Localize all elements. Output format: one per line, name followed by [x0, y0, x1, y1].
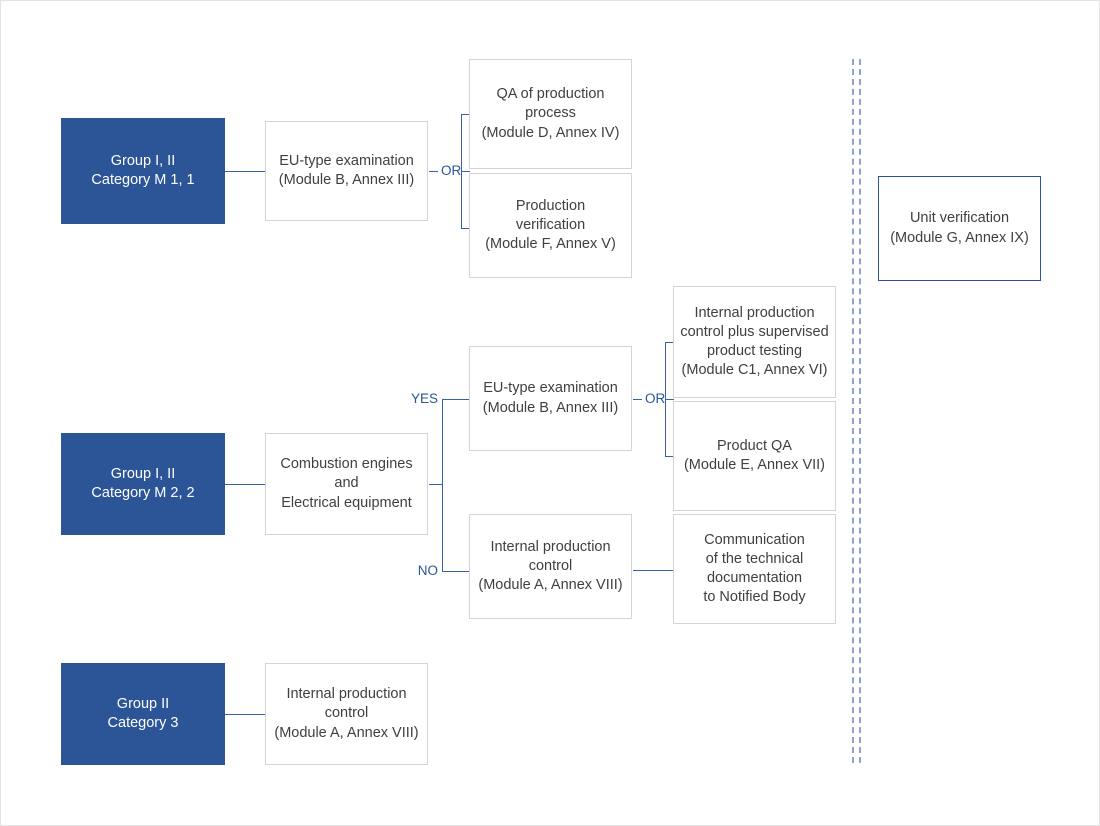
node-label: Communication of the technical documenta…: [703, 531, 806, 606]
connector-or-top-stub: [461, 171, 470, 172]
connector-or-mid-stub: [665, 399, 674, 400]
connector-or-top-branch-b: [461, 228, 470, 229]
node-combustion-engines-electrical: Combustion engines and Electrical equipm…: [265, 433, 428, 535]
node-internal-production-control-mid: Internal production control (Module A, A…: [469, 514, 632, 619]
connector-label-no: NO: [417, 563, 438, 578]
connector-or-mid-branch-b: [665, 456, 674, 457]
node-label: Internal production control (Module A, A…: [274, 686, 419, 741]
connector-label-or-top: OR: [441, 163, 462, 178]
node-eu-type-examination-mid: EU-type examination (Module B, Annex III…: [469, 346, 632, 451]
connector-eu-type-mid-stub: [633, 399, 642, 400]
section-divider-left: [852, 59, 854, 763]
node-label: Product QA (Module E, Annex VII): [683, 437, 826, 473]
node-production-verification: Production verification (Module F, Annex…: [469, 173, 632, 278]
node-label: QA of production process (Module D, Anne…: [481, 86, 620, 141]
node-internal-production-control-c1: Internal production control plus supervi…: [673, 286, 836, 398]
node-label: Unit verification (Module G, Annex IX): [890, 210, 1029, 246]
node-label: Group I, II Category M 1, 1: [91, 152, 195, 188]
connector-label-yes: YES: [410, 391, 438, 406]
node-eu-type-examination-top: EU-type examination (Module B, Annex III…: [265, 121, 428, 221]
connector-ipc-to-communication: [633, 570, 674, 571]
node-category-m1: Group I, II Category M 1, 1: [61, 118, 225, 224]
node-internal-production-control-bottom: Internal production control (Module A, A…: [265, 663, 428, 765]
connector-or-mid-spine: [665, 342, 666, 456]
node-label: Group I, II Category M 2, 2: [91, 465, 195, 501]
node-unit-verification: Unit verification (Module G, Annex IX): [878, 176, 1041, 281]
connector-eu-type-top-stub: [429, 171, 438, 172]
connector-cat-m2-to-combustion: [223, 484, 266, 485]
section-divider-right: [859, 59, 861, 763]
node-label: Production verification (Module F, Annex…: [485, 197, 616, 253]
node-product-qa: Product QA (Module E, Annex VII): [673, 401, 836, 511]
node-qa-of-production-process: QA of production process (Module D, Anne…: [469, 59, 632, 169]
node-label: EU-type examination (Module B, Annex III…: [278, 152, 415, 188]
node-label: Combustion engines and Electrical equipm…: [280, 456, 413, 511]
node-label: Group II Category 3: [107, 695, 179, 731]
node-category-3: Group II Category 3: [61, 663, 225, 765]
node-label: Internal production control (Module A, A…: [478, 538, 623, 594]
connector-or-top-branch-a: [461, 114, 470, 115]
connector-yes-branch: [442, 399, 450, 400]
connector-yesno-spine: [442, 399, 443, 571]
connector-combustion-stub: [429, 484, 442, 485]
connector-or-top-spine: [461, 114, 462, 228]
node-label: EU-type examination (Module B, Annex III…: [482, 380, 619, 416]
connector-yes-to-eu-type: [450, 399, 470, 400]
connector-or-mid-branch-a: [665, 342, 674, 343]
node-label: Internal production control plus supervi…: [680, 304, 829, 379]
connector-cat-m1-to-eu-type: [223, 171, 266, 172]
node-category-m2: Group I, II Category M 2, 2: [61, 433, 225, 535]
connector-no-branch: [442, 571, 450, 572]
connector-label-or-mid: OR: [645, 391, 666, 406]
node-communication-to-notified-body: Communication of the technical documenta…: [673, 514, 836, 624]
connector-cat3-to-ipc: [223, 714, 266, 715]
connector-no-to-ipc: [450, 571, 470, 572]
